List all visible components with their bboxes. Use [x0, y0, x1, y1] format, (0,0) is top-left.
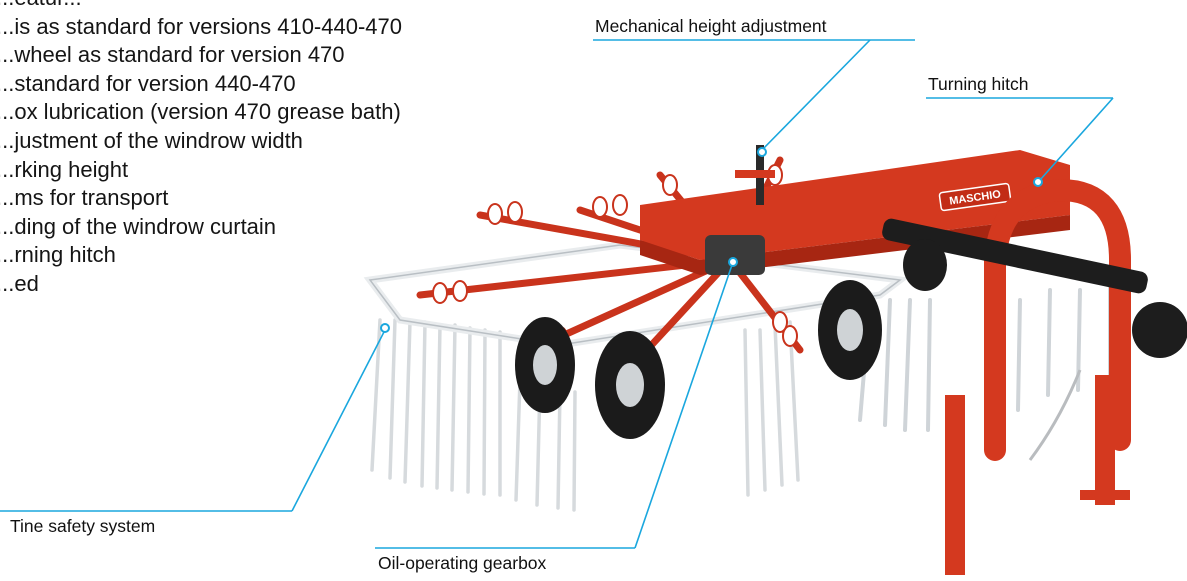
feature-list: ...eatur... ...is as standard for versio…: [0, 0, 402, 299]
callout-leader-gearbox: [634, 261, 734, 549]
feature-item: ...justment of the windrow width: [0, 127, 303, 153]
callout-dots: [380, 147, 1043, 333]
wheels: [515, 280, 882, 439]
feature-item: ...ms for transport: [0, 185, 169, 211]
pto-shaft: [882, 218, 1187, 358]
height-adjust-post: [735, 145, 775, 205]
callout-mechanical-height: Mechanical height adjustment: [595, 16, 827, 36]
hitch-stand: [945, 375, 1130, 575]
feature-item: ...rning hitch: [0, 242, 116, 268]
hitch-frame: [984, 178, 1131, 461]
feature-item: ...ed: [0, 270, 39, 296]
callout-leader-tine: [291, 329, 386, 512]
feature-item: ...eatur...: [0, 0, 402, 13]
safety-chain: [1028, 369, 1082, 461]
callout-leader-height: [761, 39, 871, 151]
gearbox: [705, 235, 765, 275]
feature-item: ...rking height: [0, 156, 129, 182]
feature-item: ...standard for version 440-470: [0, 70, 296, 96]
callout-turning-hitch: Turning hitch: [928, 74, 1029, 94]
callout-tine-safety: Tine safety system: [10, 516, 156, 536]
feature-item: ...ding of the windrow curtain: [0, 213, 277, 239]
callout-lines: [0, 39, 1114, 549]
front-tine-arms: [370, 318, 800, 512]
callout-leader-hitch: [1039, 97, 1114, 181]
feature-item: ...is as standard for versions 410-440-4…: [0, 13, 403, 39]
feature-item: ...wheel as standard for version 470: [0, 42, 345, 68]
callout-oil-gearbox: Oil-operating gearbox: [378, 553, 547, 573]
feature-item: ...ox lubrication (version 470 grease ba…: [0, 99, 401, 125]
